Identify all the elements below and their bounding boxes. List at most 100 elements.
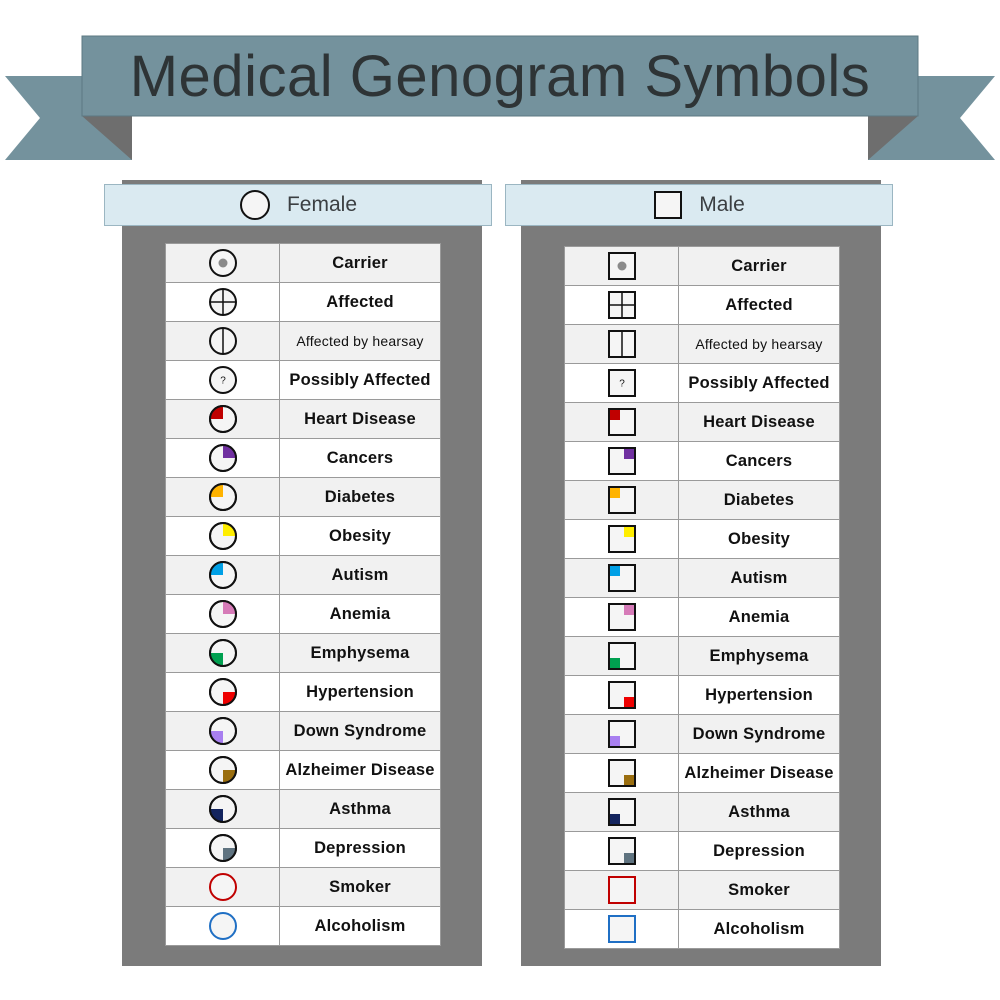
condition-label: Alcoholism xyxy=(679,910,839,948)
male-heart-disease-icon xyxy=(565,403,679,441)
female-header: Female xyxy=(104,184,492,226)
condition-label: Hypertension xyxy=(280,673,440,711)
table-row: Hypertension xyxy=(166,673,440,712)
condition-label: Autism xyxy=(280,556,440,594)
table-row: Heart Disease xyxy=(166,400,440,439)
male-alzheimer-disease-icon xyxy=(565,754,679,792)
condition-label: Diabetes xyxy=(679,481,839,519)
condition-label: Carrier xyxy=(280,244,440,282)
condition-label: Alzheimer Disease xyxy=(280,751,440,789)
female-hypertension-icon xyxy=(166,673,280,711)
male-obesity-icon xyxy=(565,520,679,558)
female-emphysema-icon xyxy=(166,634,280,672)
table-row: Depression xyxy=(565,832,839,871)
table-row: Asthma xyxy=(565,793,839,832)
table-row: Carrier xyxy=(166,244,440,283)
female-asthma-icon xyxy=(166,790,280,828)
male-carrier-icon xyxy=(565,247,679,285)
condition-label: Depression xyxy=(280,829,440,867)
female-smoker-icon xyxy=(166,868,280,906)
condition-label: Depression xyxy=(679,832,839,870)
table-row: Hypertension xyxy=(565,676,839,715)
female-header-label: Female xyxy=(286,193,358,216)
table-row: Cancers xyxy=(166,439,440,478)
female-affected-by-hearsay-icon xyxy=(166,322,280,360)
male-anemia-icon xyxy=(565,598,679,636)
male-diabetes-icon xyxy=(565,481,679,519)
table-row: Autism xyxy=(565,559,839,598)
table-row: Autism xyxy=(166,556,440,595)
condition-label: Possibly Affected xyxy=(679,364,839,402)
table-row: Alcoholism xyxy=(565,910,839,948)
male-hypertension-icon xyxy=(565,676,679,714)
condition-label: Alzheimer Disease xyxy=(679,754,839,792)
female-anemia-icon xyxy=(166,595,280,633)
female-depression-icon xyxy=(166,829,280,867)
female-circle-icon xyxy=(239,189,271,221)
condition-label: Affected by hearsay xyxy=(280,322,440,360)
table-row: Obesity xyxy=(166,517,440,556)
table-row: Carrier xyxy=(565,247,839,286)
male-possibly-affected-icon: ? xyxy=(565,364,679,402)
condition-label: Cancers xyxy=(280,439,440,477)
table-row: Anemia xyxy=(565,598,839,637)
table-row: Affected xyxy=(565,286,839,325)
table-row: Smoker xyxy=(166,868,440,907)
table-row: Depression xyxy=(166,829,440,868)
condition-label: Cancers xyxy=(679,442,839,480)
condition-label: Smoker xyxy=(280,868,440,906)
female-possibly-affected-icon: ? xyxy=(166,361,280,399)
table-row: Diabetes xyxy=(166,478,440,517)
condition-label: Down Syndrome xyxy=(679,715,839,753)
table-row: ?Possibly Affected xyxy=(565,364,839,403)
condition-label: Heart Disease xyxy=(280,400,440,438)
condition-label: Emphysema xyxy=(679,637,839,675)
table-row: Affected by hearsay xyxy=(565,325,839,364)
condition-label: Affected xyxy=(679,286,839,324)
male-affected-icon xyxy=(565,286,679,324)
male-alcoholism-icon xyxy=(565,910,679,948)
condition-label: Anemia xyxy=(679,598,839,636)
condition-label: Asthma xyxy=(679,793,839,831)
table-row: Obesity xyxy=(565,520,839,559)
female-carrier-icon xyxy=(166,244,280,282)
condition-label: Possibly Affected xyxy=(280,361,440,399)
table-row: Smoker xyxy=(565,871,839,910)
table-row: Cancers xyxy=(565,442,839,481)
male-autism-icon xyxy=(565,559,679,597)
condition-label: Alcoholism xyxy=(280,907,440,945)
svg-text:?: ? xyxy=(220,376,226,387)
condition-label: Affected xyxy=(280,283,440,321)
table-row: Diabetes xyxy=(565,481,839,520)
female-down-syndrome-icon xyxy=(166,712,280,750)
condition-label: Heart Disease xyxy=(679,403,839,441)
condition-label: Down Syndrome xyxy=(280,712,440,750)
condition-label: Autism xyxy=(679,559,839,597)
female-diabetes-icon xyxy=(166,478,280,516)
condition-label: Hypertension xyxy=(679,676,839,714)
male-emphysema-icon xyxy=(565,637,679,675)
condition-label: Emphysema xyxy=(280,634,440,672)
male-header: Male xyxy=(505,184,893,226)
table-row: Affected xyxy=(166,283,440,322)
male-asthma-icon xyxy=(565,793,679,831)
female-alzheimer-disease-icon xyxy=(166,751,280,789)
male-cancers-icon xyxy=(565,442,679,480)
condition-label: Diabetes xyxy=(280,478,440,516)
table-row: Heart Disease xyxy=(565,403,839,442)
table-row: Asthma xyxy=(166,790,440,829)
male-affected-by-hearsay-icon xyxy=(565,325,679,363)
condition-label: Smoker xyxy=(679,871,839,909)
table-row: Anemia xyxy=(166,595,440,634)
table-row: Down Syndrome xyxy=(166,712,440,751)
female-heart-disease-icon xyxy=(166,400,280,438)
female-affected-icon xyxy=(166,283,280,321)
table-row: Emphysema xyxy=(565,637,839,676)
female-cancers-icon xyxy=(166,439,280,477)
condition-label: Obesity xyxy=(679,520,839,558)
female-obesity-icon xyxy=(166,517,280,555)
table-row: Down Syndrome xyxy=(565,715,839,754)
condition-label: Affected by hearsay xyxy=(679,325,839,363)
